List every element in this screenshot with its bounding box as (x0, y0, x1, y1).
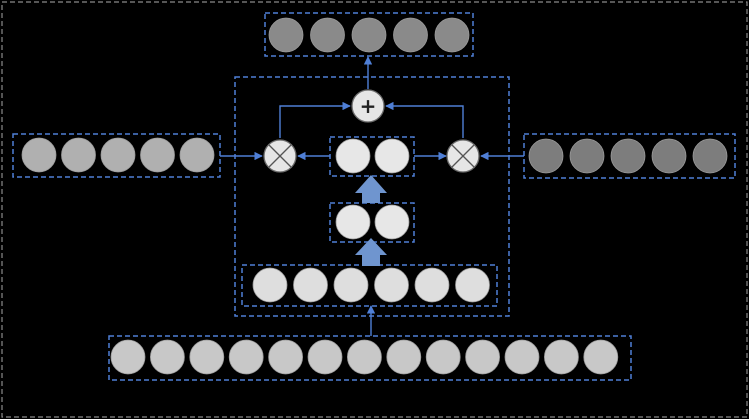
hidden-small-neuron (335, 204, 371, 240)
bottom-input-vector (110, 339, 619, 375)
bottom-input-neuron (386, 339, 422, 375)
bottom-input-vector-box (108, 335, 632, 381)
bottom-input-neuron (425, 339, 461, 375)
bottom-input-neuron (544, 339, 579, 375)
bottom-input-neuron (583, 339, 619, 375)
left-input-neuron (100, 137, 136, 173)
output-vector-box (264, 12, 474, 57)
plus-symbol: + (360, 94, 377, 118)
output-neuron (434, 17, 470, 53)
fusion-module-box (234, 76, 510, 317)
right-input-neuron (610, 138, 646, 174)
right-multiply-operator (446, 139, 480, 173)
sum-operator: + (351, 89, 385, 123)
output-neuron (393, 17, 428, 53)
output-neuron (268, 17, 304, 53)
left-input-neuron (140, 137, 175, 173)
bottom-input-neuron (346, 339, 382, 375)
hidden-small-neuron (374, 204, 410, 240)
output-vector (268, 17, 470, 53)
right-input-vector (528, 138, 728, 174)
bottom-input-neuron (110, 339, 146, 375)
bottom-input-neuron (228, 339, 264, 375)
bottom-input-neuron (307, 339, 343, 375)
right-input-neuron (651, 138, 687, 174)
right-input-neuron (569, 138, 605, 174)
block-arrow-hidden-small-to-gate (355, 175, 387, 203)
hidden-large-neuron (455, 267, 490, 303)
hidden-small-vector (335, 204, 410, 240)
hidden-large-neuron (374, 267, 409, 303)
bottom-input-neuron (504, 339, 540, 375)
left-input-neuron (21, 137, 57, 173)
bottom-input-neuron (268, 339, 304, 375)
bottom-input-neuron (189, 339, 225, 375)
hidden-large-neuron (252, 267, 288, 303)
connector-left-mult-to-sum (279, 101, 351, 138)
hidden-large-neuron (293, 267, 328, 303)
gate-neuron (335, 138, 371, 174)
bottom-input-neuron (149, 339, 185, 375)
block-arrow-hidden-large-to-small (355, 238, 387, 266)
output-neuron (310, 17, 345, 53)
hidden-large-neuron (333, 267, 369, 303)
left-input-neuron (179, 137, 215, 173)
right-input-neuron (692, 138, 728, 174)
left-multiply-operator (263, 139, 297, 173)
hidden-large-neuron (414, 267, 450, 303)
connector-right-mult-to-sum (385, 101, 464, 138)
hidden-large-vector (252, 267, 490, 303)
bottom-input-neuron (465, 339, 501, 375)
left-input-vector (21, 137, 215, 173)
gate-neuron (374, 138, 410, 174)
output-neuron (351, 17, 387, 53)
gate-vector (335, 138, 410, 174)
hidden-large-vector-box (241, 264, 498, 307)
right-input-neuron (528, 138, 564, 174)
left-input-neuron (61, 137, 96, 173)
